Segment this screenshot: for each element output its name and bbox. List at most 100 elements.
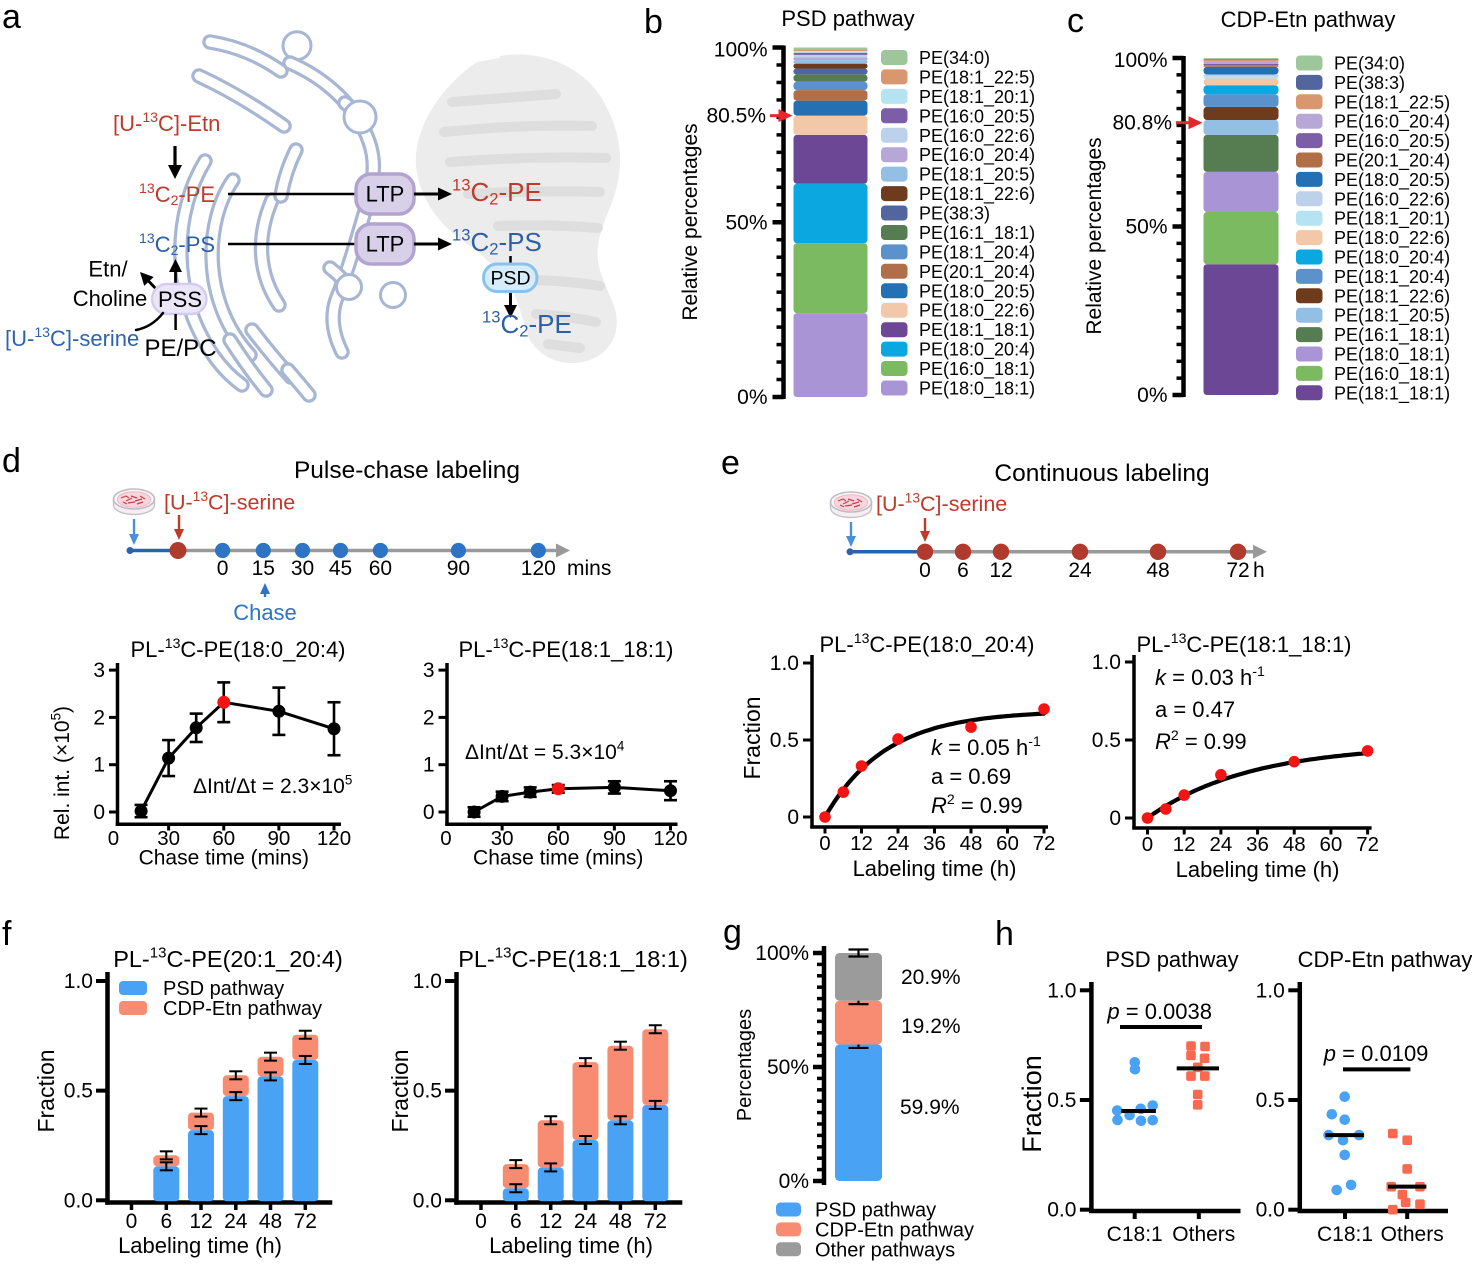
svg-text:h: h [1253,559,1265,582]
svg-text:ΔInt/Δt = 2.3×105: ΔInt/Δt = 2.3×105 [193,773,352,798]
svg-text:PE(20:1_20:4): PE(20:1_20:4) [1334,151,1450,172]
svg-text:3: 3 [423,659,435,682]
svg-text:12: 12 [989,559,1012,582]
svg-text:PL-13C-PE(18:0_20:4): PL-13C-PE(18:0_20:4) [130,635,345,662]
svg-text:0: 0 [217,557,229,580]
svg-text:PL-13C-PE(18:1_18:1): PL-13C-PE(18:1_18:1) [458,945,688,972]
svg-text:PE(18:1_22:6): PE(18:1_22:6) [919,184,1035,205]
svg-text:LTP: LTP [366,232,405,257]
svg-text:1: 1 [423,754,435,777]
svg-text:PE(18:1_20:5): PE(18:1_20:5) [1334,306,1450,327]
svg-text:0.0: 0.0 [1047,1199,1076,1222]
svg-text:120: 120 [653,827,687,850]
svg-text:60: 60 [212,827,235,850]
svg-text:0.0: 0.0 [413,1189,442,1212]
svg-text:Continuous labeling: Continuous labeling [994,460,1209,487]
svg-text:0.5: 0.5 [770,729,799,752]
svg-text:59.9%: 59.9% [900,1096,960,1119]
svg-text:30: 30 [157,827,180,850]
svg-text:PE(18:1_20:1): PE(18:1_20:1) [1334,209,1450,230]
svg-text:72: 72 [1356,833,1379,856]
svg-text:PSD pathway: PSD pathway [1105,947,1238,972]
svg-text:R2 = 0.99: R2 = 0.99 [1155,727,1247,754]
svg-text:30: 30 [491,827,514,850]
svg-text:PE(16:0_18:1): PE(16:0_18:1) [919,359,1035,380]
svg-text:R2 = 0.99: R2 = 0.99 [931,791,1023,818]
svg-text:120: 120 [317,827,351,850]
svg-text:Labeling time (h): Labeling time (h) [853,856,1017,881]
svg-text:c: c [1067,2,1084,40]
svg-text:PE(18:1_22:5): PE(18:1_22:5) [1334,92,1450,113]
svg-text:1.0: 1.0 [64,970,93,993]
svg-text:Etn/: Etn/ [88,257,128,282]
svg-text:PE(34:0): PE(34:0) [1334,54,1405,74]
svg-text:PE(18:1_20:1): PE(18:1_20:1) [919,87,1035,108]
svg-text:b: b [644,3,663,41]
svg-text:Other pathways: Other pathways [815,1239,955,1261]
svg-text:PSD pathway: PSD pathway [781,6,914,31]
svg-text:PSD: PSD [490,268,530,290]
svg-text:PSD pathway: PSD pathway [163,978,284,1000]
svg-text:0.5: 0.5 [1047,1089,1076,1112]
svg-text:6: 6 [957,559,969,582]
svg-text:PE(16:0_20:4): PE(16:0_20:4) [1334,112,1450,133]
svg-text:13C2-PE: 13C2-PE [482,308,572,341]
svg-text:f: f [2,915,12,953]
svg-text:PE(38:3): PE(38:3) [1334,73,1405,93]
svg-text:13C2-PE: 13C2-PE [139,180,215,208]
svg-text:0: 0 [108,827,119,850]
svg-text:p = 0.0038: p = 0.0038 [1106,999,1212,1024]
svg-text:0: 0 [126,1210,138,1233]
svg-text:45: 45 [329,557,352,580]
svg-text:Fraction: Fraction [739,696,765,779]
svg-text:80.5%: 80.5% [706,105,766,128]
svg-text:80.8%: 80.8% [1112,112,1172,135]
svg-text:PE(16:0_20:5): PE(16:0_20:5) [1334,131,1450,152]
svg-text:90: 90 [447,557,470,580]
svg-text:p = 0.0109: p = 0.0109 [1323,1041,1429,1066]
svg-text:PE(18:1_22:5): PE(18:1_22:5) [919,67,1035,88]
svg-text:0.5: 0.5 [1092,729,1121,752]
svg-text:0.5: 0.5 [64,1080,93,1103]
svg-text:Percentages: Percentages [734,1009,756,1121]
svg-text:Fraction: Fraction [387,1049,413,1132]
svg-text:24: 24 [574,1210,598,1233]
svg-text:2: 2 [423,706,435,729]
svg-text:PE(18:1_22:6): PE(18:1_22:6) [1334,286,1450,307]
svg-text:12: 12 [539,1210,562,1233]
svg-text:60: 60 [369,557,392,580]
svg-text:h: h [995,915,1014,953]
svg-text:13C2-PE: 13C2-PE [452,176,542,209]
svg-text:PE(18:0_22:6): PE(18:0_22:6) [919,301,1035,322]
svg-text:Fraction: Fraction [1017,1055,1047,1153]
svg-text:24: 24 [224,1210,248,1233]
svg-text:0.5: 0.5 [413,1080,442,1103]
svg-text:36: 36 [1246,833,1269,856]
svg-text:C18:1: C18:1 [1317,1223,1373,1246]
svg-text:PSD pathway: PSD pathway [815,1200,936,1222]
svg-text:g: g [723,913,742,951]
svg-text:0: 0 [1142,833,1153,856]
svg-text:PE(18:0_20:4): PE(18:0_20:4) [1334,248,1450,269]
svg-text:12: 12 [189,1210,212,1233]
svg-text:PE(38:3): PE(38:3) [919,204,990,224]
svg-text:PE(16:0_20:5): PE(16:0_20:5) [919,106,1035,127]
svg-text:mins: mins [567,557,611,580]
svg-text:120: 120 [521,557,556,580]
svg-text:e: e [721,444,740,482]
svg-text:0: 0 [423,801,435,824]
svg-text:24: 24 [1068,559,1092,582]
svg-text:Relative percentages: Relative percentages [679,123,702,320]
svg-text:d: d [2,442,21,480]
svg-text:0: 0 [1109,807,1121,830]
svg-text:0: 0 [819,832,830,855]
svg-text:Pulse-chase labeling: Pulse-chase labeling [294,457,520,484]
svg-text:PE(18:1_20:4): PE(18:1_20:4) [919,242,1035,263]
svg-text:0: 0 [919,559,931,582]
svg-text:Labeling time (h): Labeling time (h) [1176,857,1340,882]
svg-text:0.0: 0.0 [64,1189,93,1212]
svg-text:2: 2 [93,706,105,729]
svg-text:PE/PC: PE/PC [145,335,217,362]
svg-text:60: 60 [996,832,1019,855]
svg-text:1.0: 1.0 [770,652,799,675]
